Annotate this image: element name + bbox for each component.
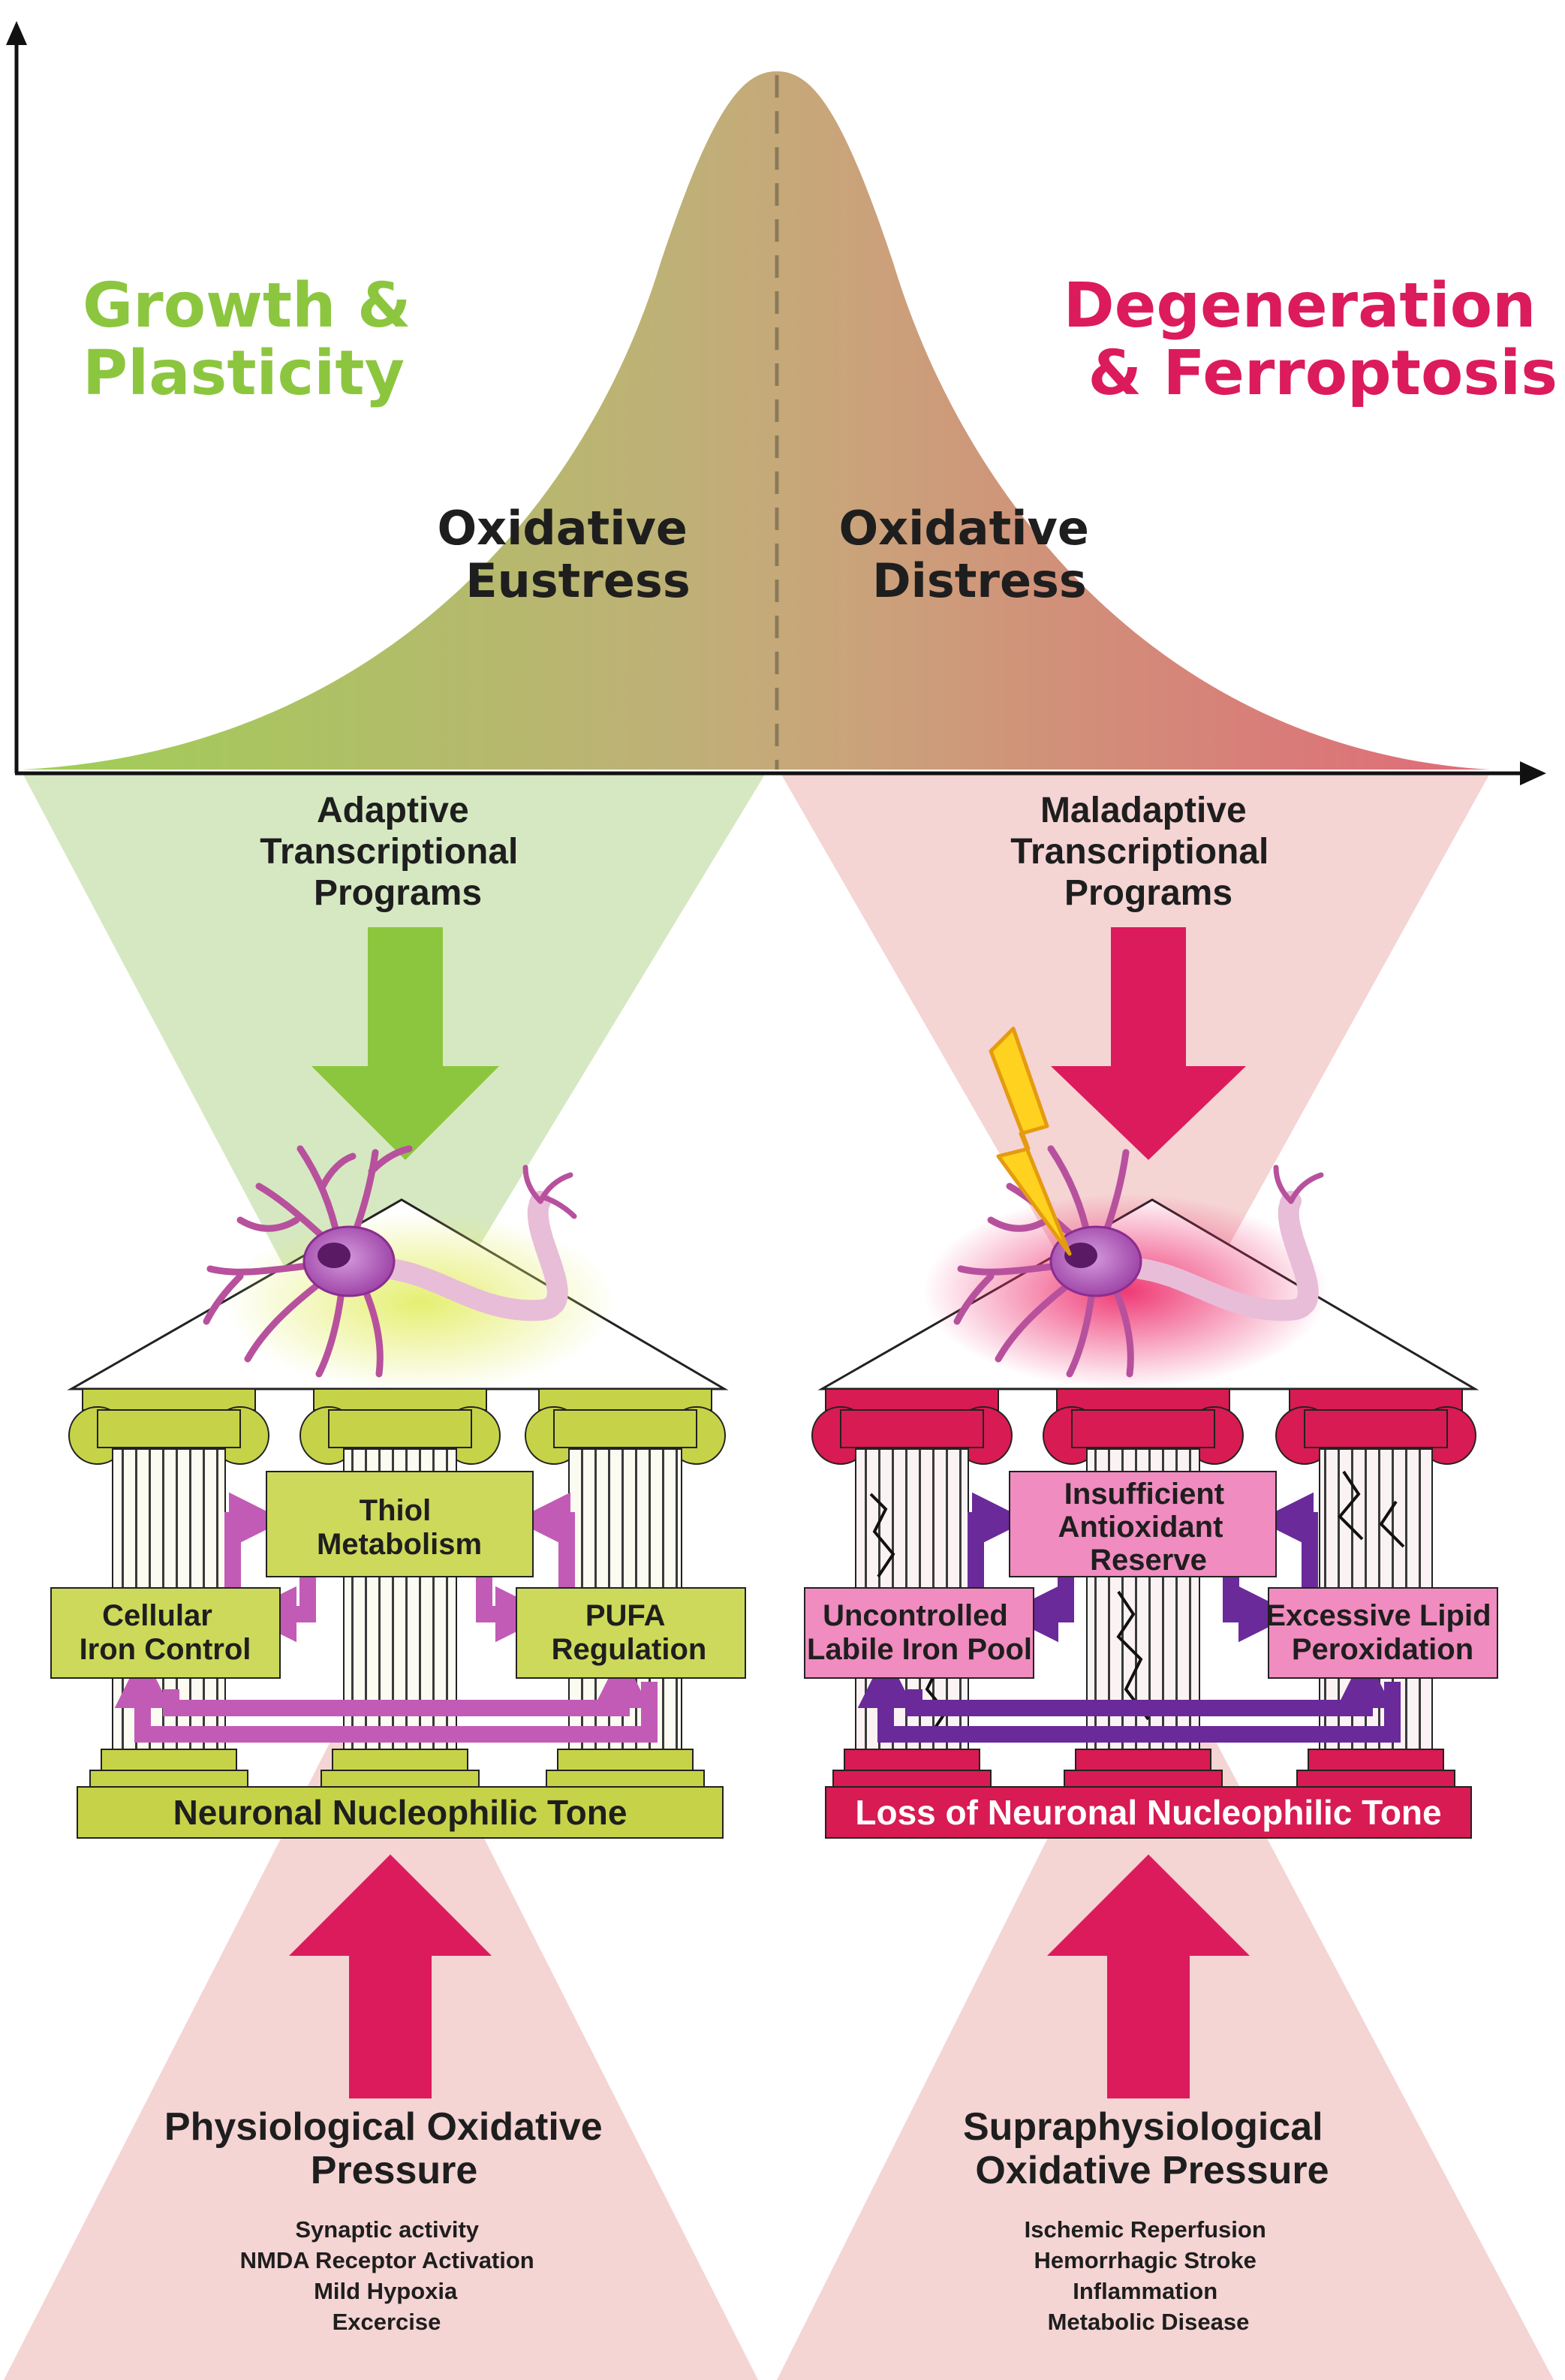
right-neuron — [953, 1145, 1324, 1378]
right-arrow-lipid-to-reserve — [1257, 1492, 1318, 1588]
maladaptive-line-1: Maladaptive — [1040, 791, 1247, 830]
pufa-regulation-box — [516, 1587, 746, 1679]
distress-label: Oxidative Distress — [838, 501, 1105, 608]
supraphysiological-up-arrow — [1047, 1854, 1250, 2098]
maladaptive-programs-label: Maladaptive Transcriptional Programs — [1010, 791, 1278, 913]
left-neuron — [203, 1145, 577, 1378]
adaptive-line-2: Transcriptional — [260, 832, 518, 872]
eustress-line-2: Eustress — [465, 553, 690, 608]
right-temple: Insufficient Antioxidant Reserve Uncontr… — [804, 1026, 1499, 1839]
right-cycle-arrows — [857, 1492, 1401, 1743]
neuronal-nucleophilic-tone-label: Neuronal Nucleophilic Tone — [173, 1793, 628, 1832]
left-arrow-thiol-to-pufa — [476, 1577, 552, 1643]
iron-control-line-2: Iron Control — [80, 1633, 251, 1666]
pufa-line-1: PUFA — [585, 1599, 665, 1632]
thiol-line-1: Thiol — [360, 1494, 432, 1527]
physiological-pressure-items: Synaptic activity NMDA Receptor Activati… — [240, 2216, 541, 2335]
supraphysiological-title-line-2: Oxidative Pressure — [975, 2149, 1329, 2192]
left-axon — [380, 1191, 568, 1321]
degeneration-line-2: & Ferroptosis — [1088, 338, 1557, 409]
left-arrow-iron-to-pufa — [163, 1652, 650, 1716]
supraphysiological-pressure-items: Ischemic Reperfusion Hemorrhagic Stroke … — [1025, 2216, 1273, 2335]
lipid-line-1: Excessive Lipid — [1266, 1599, 1491, 1632]
eustress-label: Oxidative Eustress — [437, 501, 703, 608]
supraphysiological-title-line-1: Supraphysiological — [963, 2105, 1323, 2149]
physiological-item-2: NMDA Receptor Activation — [240, 2247, 534, 2273]
physiological-pressure-title: Physiological Oxidative Pressure — [164, 2105, 613, 2192]
reserve-line-2: Antioxidant — [1058, 1511, 1223, 1544]
left-temple: Thiol Metabolism Cellular Iron Control P… — [50, 1145, 746, 1839]
left-temple-base — [77, 1786, 724, 1839]
lightning-bolt-icon — [989, 1026, 1072, 1256]
adaptive-programs-label: Adaptive Transcriptional Programs — [260, 791, 528, 913]
excessive-lipid-peroxidation-text: Excessive Lipid Peroxidation — [1266, 1599, 1499, 1666]
supraphysiological-item-3: Inflammation — [1073, 2278, 1217, 2304]
physiological-title-line-1: Physiological Oxidative — [164, 2105, 603, 2149]
x-axis-arrowhead — [1520, 761, 1546, 785]
supraphysiological-pressure-title: Supraphysiological Oxidative Pressure — [963, 2105, 1334, 2192]
uncontrolled-labile-iron-pool-text: Uncontrolled Labile Iron Pool — [807, 1599, 1032, 1666]
reserve-line-3: Reserve — [1090, 1544, 1207, 1577]
right-glow — [923, 1194, 1329, 1389]
pufa-line-2: Regulation — [552, 1633, 707, 1666]
cellular-iron-control-text: Cellular Iron Control — [80, 1599, 251, 1666]
adaptive-down-arrow — [311, 927, 499, 1160]
growth-line-1: Growth & — [83, 270, 411, 342]
loss-of-neuronal-nucleophilic-tone-label: Loss of Neuronal Nucleophilic Tone — [855, 1793, 1441, 1832]
supraphysiological-item-2: Hemorrhagic Stroke — [1034, 2247, 1257, 2273]
eustress-line-1: Oxidative — [437, 501, 688, 556]
right-nucleus — [1064, 1243, 1097, 1268]
left-arrow-pufa-to-thiol — [514, 1492, 575, 1588]
physiological-item-4: Excercise — [333, 2309, 441, 2335]
right-axon — [1130, 1191, 1319, 1321]
uncontrolled-labile-iron-pool-box — [804, 1587, 1034, 1679]
supraphysiological-item-1: Ischemic Reperfusion — [1025, 2216, 1266, 2243]
thiol-line-2: Metabolism — [317, 1528, 482, 1561]
thiol-metabolism-text: Thiol Metabolism — [317, 1494, 482, 1561]
left-cycle-arrows — [114, 1492, 658, 1743]
iron-control-line-1: Cellular — [102, 1599, 212, 1632]
degeneration-label: Degeneration & Ferroptosis — [1064, 270, 1557, 409]
lipid-line-2: Peroxidation — [1292, 1633, 1473, 1666]
pufa-regulation-text: PUFA Regulation — [552, 1599, 707, 1666]
maladaptive-down-arrow — [1051, 927, 1246, 1160]
right-arrow-iron-to-reserve — [968, 1492, 1028, 1588]
physiological-title-line-2: Pressure — [311, 2149, 478, 2192]
degeneration-line-1: Degeneration — [1064, 270, 1536, 342]
growth-label: Growth & Plasticity — [83, 270, 432, 409]
cellular-iron-control-box — [50, 1587, 281, 1679]
insufficient-antioxidant-reserve-box — [1009, 1471, 1277, 1577]
physiological-item-3: Mild Hypoxia — [314, 2278, 458, 2304]
adaptive-line-1: Adaptive — [317, 791, 469, 830]
insufficient-antioxidant-reserve-text: Insufficient Antioxidant Reserve — [1058, 1478, 1232, 1577]
iron-pool-line-1: Uncontrolled — [823, 1599, 1008, 1632]
right-arrow-lipid-to-iron — [857, 1652, 1401, 1743]
maladaptive-line-3: Programs — [1064, 873, 1232, 913]
growth-line-2: Plasticity — [83, 338, 405, 409]
left-arrow-thiol-to-iron — [240, 1577, 316, 1643]
physiological-up-arrow — [289, 1854, 492, 2098]
left-arrow-iron-to-thiol — [224, 1492, 285, 1588]
right-arrow-reserve-to-lipid — [1223, 1577, 1295, 1643]
adaptive-line-3: Programs — [314, 873, 482, 913]
thiol-metabolism-box — [266, 1471, 534, 1577]
right-arrow-reserve-to-iron — [1002, 1577, 1074, 1643]
physiological-item-1: Synaptic activity — [295, 2216, 479, 2243]
right-temple-base — [825, 1786, 1472, 1839]
maladaptive-line-2: Transcriptional — [1010, 832, 1269, 872]
bell-curve — [23, 71, 1490, 770]
left-soma — [302, 1225, 396, 1297]
distress-line-1: Oxidative — [838, 501, 1089, 556]
reserve-line-1: Insufficient — [1064, 1478, 1224, 1511]
left-nucleus — [318, 1243, 351, 1268]
y-axis-arrowhead — [6, 21, 27, 45]
distress-line-2: Distress — [872, 553, 1087, 608]
right-arrow-iron-to-lipid — [906, 1652, 1393, 1716]
supraphysiological-item-4: Metabolic Disease — [1048, 2309, 1250, 2335]
excessive-lipid-peroxidation-box — [1268, 1587, 1498, 1679]
iron-pool-line-2: Labile Iron Pool — [807, 1633, 1032, 1666]
left-arrow-pufa-to-iron — [114, 1652, 658, 1743]
